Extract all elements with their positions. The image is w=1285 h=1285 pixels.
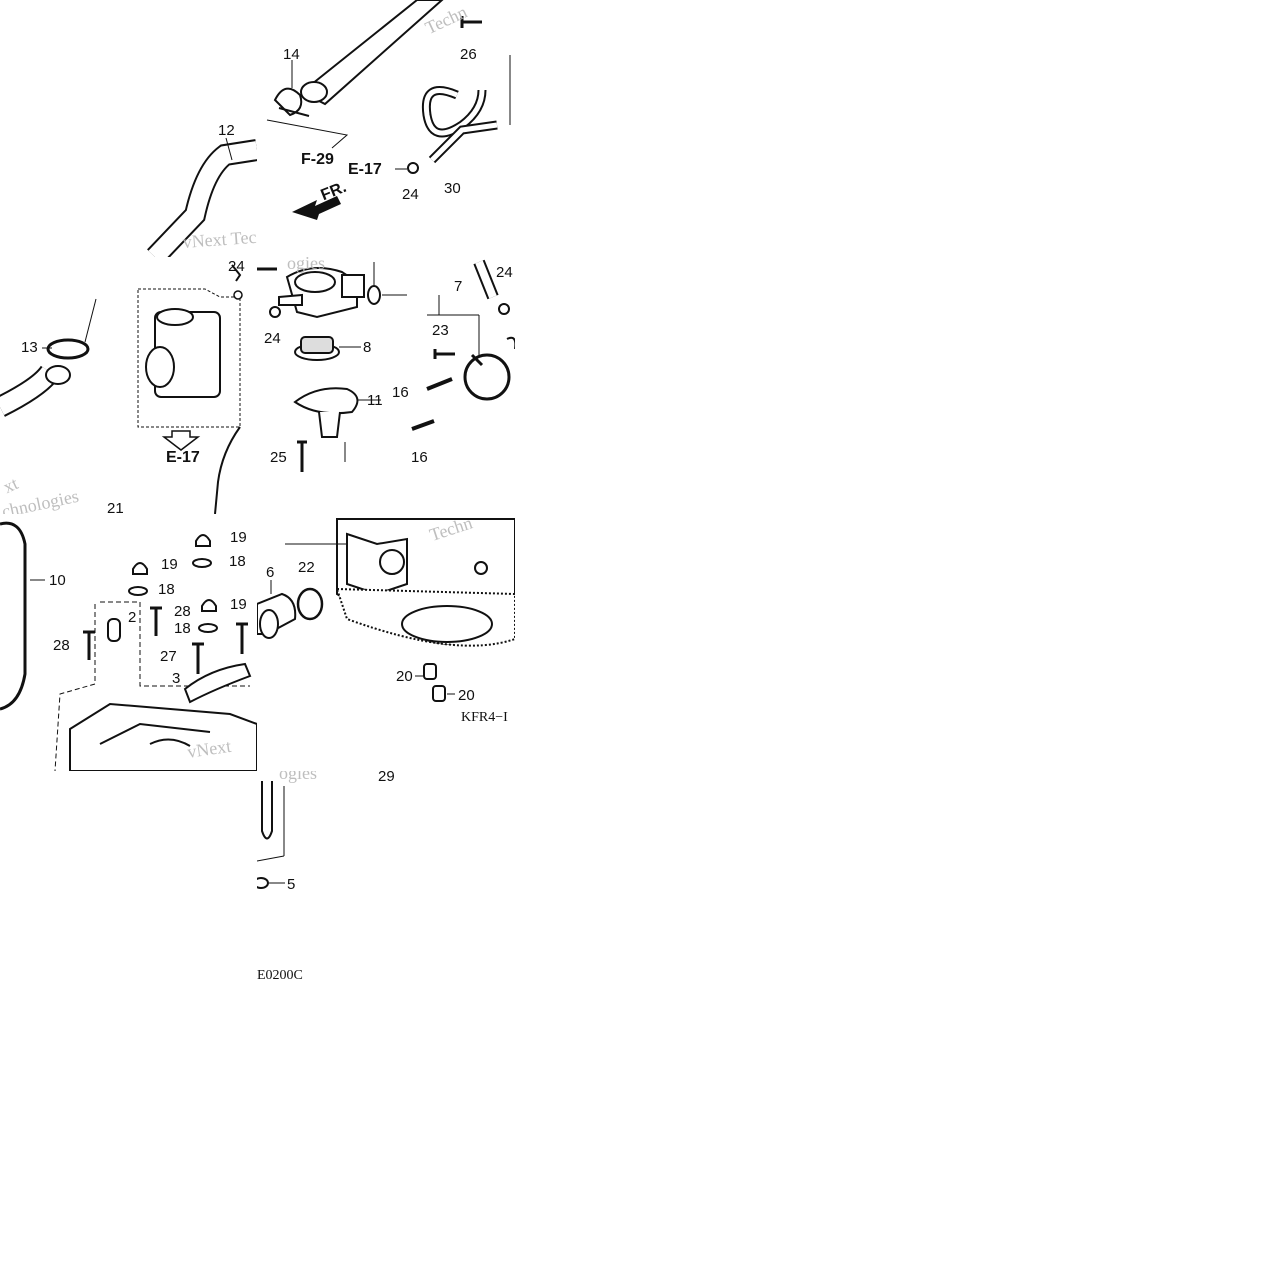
callout-3: 3: [172, 670, 181, 687]
callout-2: 2: [128, 609, 137, 626]
tile-lower-center: 6 22 20 20 KFR4−I Techn: [257, 514, 515, 771]
callout-27: 27: [160, 648, 177, 665]
callout-10: 10: [49, 572, 66, 589]
callout-24-left: 24: [228, 258, 245, 275]
callout-16-b: 16: [411, 449, 428, 466]
watermark-8: ogies: [279, 771, 317, 783]
callout-28-a: 28: [53, 637, 70, 654]
tile-middle-left: 13 24 E-17 21 xt chnologies: [0, 257, 257, 514]
callout-13: 13: [21, 339, 38, 356]
callout-23: 23: [432, 322, 449, 339]
callout-21: 21: [107, 500, 124, 514]
cylinder-head-drawing: [257, 518, 515, 702]
callout-19-b: 19: [230, 529, 247, 546]
callout-22: 22: [298, 559, 315, 576]
callout-7: 7: [454, 278, 463, 295]
callout-28-b: 28: [174, 603, 191, 620]
callout-16-a: 16: [392, 384, 409, 401]
callout-24-top: 24: [402, 186, 419, 203]
callout-25: 25: [270, 449, 287, 466]
hose-12-drawing: [147, 137, 257, 257]
tile-top-left: 12 vNext Tec: [0, 0, 257, 257]
watermark-3: ogies: [287, 257, 325, 273]
callout-19-c: 19: [230, 596, 247, 613]
valve-guide-drawing: [257, 781, 285, 889]
callout-20-a: 20: [396, 668, 413, 685]
callout-14: 14: [283, 46, 300, 63]
callout-f29: F-29: [301, 151, 334, 168]
callout-e17-top: E-17: [348, 161, 382, 178]
callout-30: 30: [444, 180, 461, 197]
callout-20-b: 20: [458, 687, 475, 704]
tile-top-middle: 14 26 F-29 E-17 24 30 FR. Techn: [257, 0, 515, 257]
callout-11: 11: [367, 392, 383, 409]
callout-26: 26: [460, 46, 477, 63]
callout-18-c: 18: [174, 620, 191, 637]
callout-24-center-b: 24: [496, 264, 513, 281]
callout-8: 8: [363, 339, 372, 356]
callout-29: 29: [378, 771, 395, 785]
callout-18-a: 18: [158, 581, 175, 598]
cylinder-head-cover-drawing: [0, 521, 257, 771]
callout-e17-mid: E-17: [166, 449, 200, 466]
callout-19-a: 19: [161, 556, 178, 573]
tile-lower-left: 10 19 19 19 18 18 18 2 28 28 27 3 vNext: [0, 514, 257, 771]
carburetor-drawing: [0, 264, 243, 514]
callout-18-b: 18: [229, 553, 246, 570]
callout-5: 5: [287, 876, 296, 893]
tile-center: 24 24 7 23 8 11 16 16 25 ogies: [257, 257, 515, 514]
callout-12: 12: [218, 122, 235, 139]
tile-bottom-center: 29 5 E0200C ogies: [257, 771, 515, 1028]
diagram-code-e0200c: E0200C: [257, 968, 303, 983]
hose-assembly-drawing: [266, 0, 511, 220]
callout-6: 6: [266, 564, 275, 581]
thermostat-housing-drawing: [257, 259, 515, 472]
callout-24-center-a: 24: [264, 330, 281, 347]
diagram-code-kfr: KFR4−I: [461, 710, 508, 725]
